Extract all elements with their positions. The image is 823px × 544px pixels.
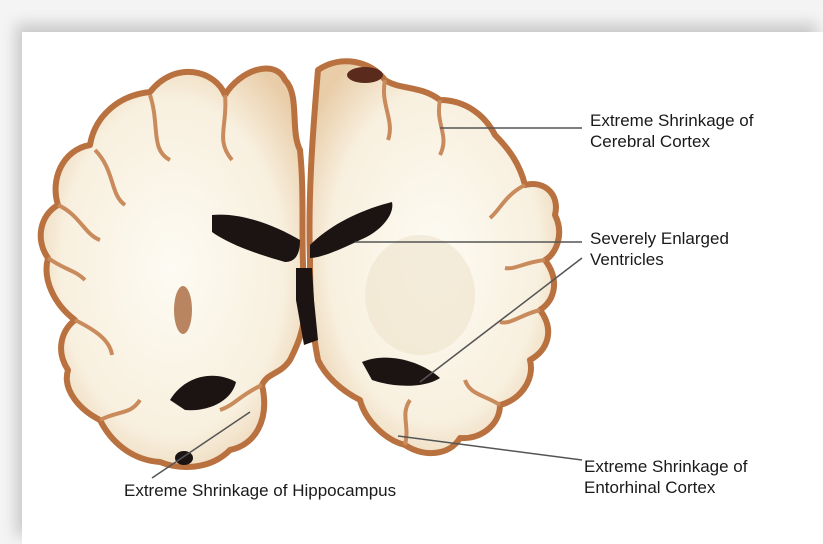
label-hippocampus: Extreme Shrinkage of Hippocampus: [124, 480, 396, 501]
label-cerebral-cortex-line2: Cerebral Cortex: [590, 131, 753, 152]
basal-ganglia-shade: [365, 235, 475, 355]
left-hemisphere: [41, 68, 305, 467]
label-entorhinal-cortex: Extreme Shrinkage of Entorhinal Cortex: [584, 456, 747, 498]
label-hippocampus-line1: Extreme Shrinkage of Hippocampus: [124, 480, 396, 501]
label-entorhinal-line1: Extreme Shrinkage of: [584, 456, 747, 477]
left-sulcus-shadow: [174, 286, 192, 334]
label-ventricles: Severely Enlarged Ventricles: [590, 228, 729, 270]
cortex-dark-spot: [347, 67, 383, 83]
label-ventricles-line1: Severely Enlarged: [590, 228, 729, 249]
label-ventricles-line2: Ventricles: [590, 249, 729, 270]
label-cerebral-cortex-line1: Extreme Shrinkage of: [590, 110, 753, 131]
label-cerebral-cortex: Extreme Shrinkage of Cerebral Cortex: [590, 110, 753, 152]
label-entorhinal-line2: Entorhinal Cortex: [584, 477, 747, 498]
